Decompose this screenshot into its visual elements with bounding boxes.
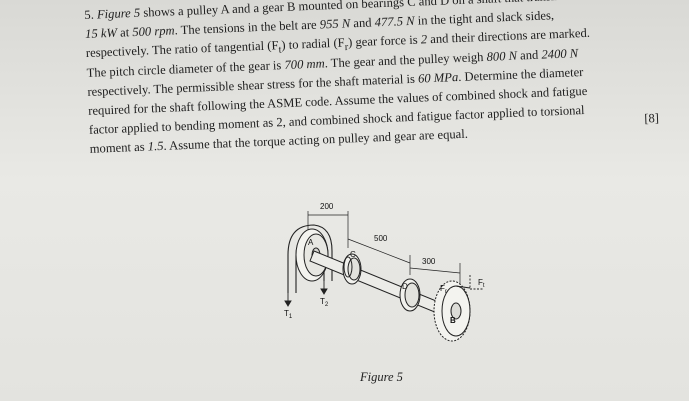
text-run: ) to radial (F xyxy=(281,35,345,53)
gear-force-arrows xyxy=(455,275,484,290)
bearing-c xyxy=(342,253,362,285)
dimension-200-label: 200 xyxy=(320,202,334,211)
shear-stress-value: 60 MPa xyxy=(417,69,459,86)
dimension-lines xyxy=(307,211,461,303)
question-number: 5. xyxy=(84,7,98,22)
figure-ref: Figure 5 xyxy=(96,5,141,22)
text-run: and their directions are marked. xyxy=(426,26,591,47)
pulley-weight-value: 2400 N xyxy=(541,45,579,62)
figure-caption: Figure 5 xyxy=(360,370,403,384)
problem-text: 5. Figure 5 shows a pulley A and a gear … xyxy=(84,0,689,159)
text-run: . Determine the diameter xyxy=(457,64,584,84)
tight-tension-value: 955 N xyxy=(319,16,351,32)
marks-label: [8] xyxy=(644,111,660,126)
text-run: at xyxy=(116,25,133,40)
shaft-diagram: 200 500 300 xyxy=(284,202,485,342)
text-run: moment as xyxy=(89,139,149,157)
slack-tension-value: 477.5 N xyxy=(374,13,415,30)
text-run: . The tensions in the belt are xyxy=(174,17,321,38)
gear-b-label: B xyxy=(450,316,456,325)
dimension-500-label: 500 xyxy=(374,234,388,243)
shaft-figure: 200 500 300 xyxy=(270,193,500,353)
pulley-a-label: A xyxy=(308,238,314,247)
belt-arrows xyxy=(284,281,328,307)
tangential-force-label: Ft xyxy=(478,278,485,289)
text-run: and xyxy=(349,15,375,31)
bearing-d xyxy=(399,278,421,312)
pcd-value: 700 mm xyxy=(284,55,325,72)
text-run: in the tight and slack sides, xyxy=(414,8,555,28)
text-run: ) gear force is xyxy=(347,32,422,50)
text-run: and xyxy=(516,47,542,63)
bearing-c-label: C xyxy=(350,250,356,259)
radial-force-label: Fr xyxy=(440,284,447,295)
tension-t2-label: T2 xyxy=(320,297,329,308)
bearing-d-label: D xyxy=(402,282,408,291)
power-value: 15 kW xyxy=(84,25,118,42)
gear-b xyxy=(433,280,471,342)
tension-t1-label: T1 xyxy=(284,309,293,320)
speed-value: 500 rpm xyxy=(132,23,175,40)
gear-weight-value: 800 N xyxy=(486,48,518,64)
torsion-factor-value: 1.5 xyxy=(147,139,164,154)
dimension-300-label: 300 xyxy=(422,257,436,266)
